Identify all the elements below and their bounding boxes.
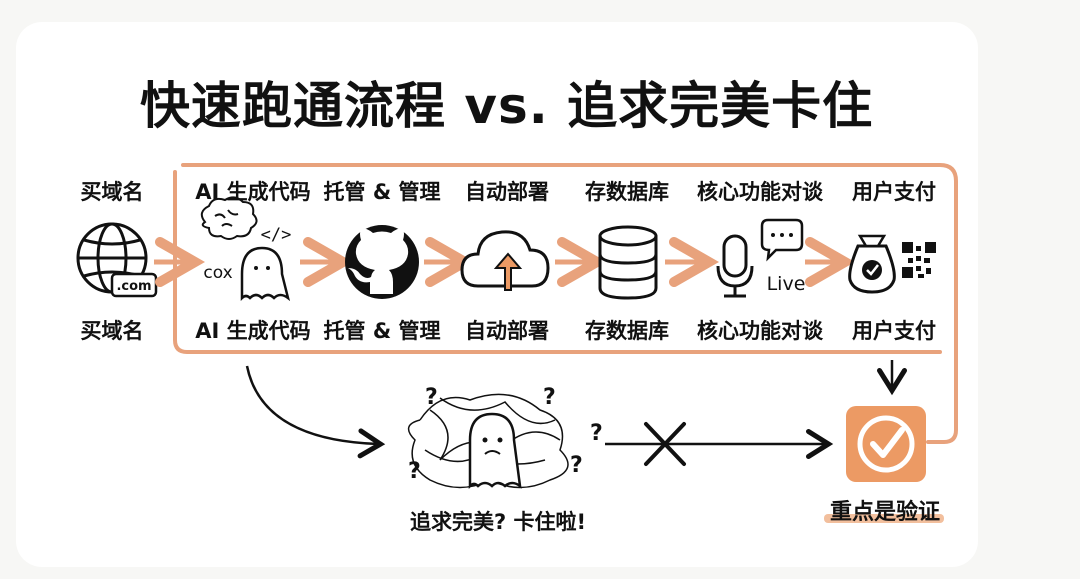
code-tag-icon: </>: [261, 225, 292, 245]
qr-code-icon: [902, 242, 936, 278]
svg-text:?: ?: [570, 453, 583, 478]
money-bag-icon: [848, 234, 896, 294]
cloud-upload-icon: [460, 230, 550, 291]
database-icon: [598, 225, 658, 300]
curve-arrow-to-stuck: [245, 365, 386, 459]
stuck-caption: 追求完美? 卡住啦!: [410, 510, 587, 534]
microphone-icon: [716, 234, 754, 298]
live-text: Live: [767, 273, 806, 295]
domain-badge-text: .com: [116, 279, 151, 294]
diagram-title: 快速跑通流程 vs. 追求完美卡住: [140, 77, 874, 135]
verify-check-icon: [846, 406, 926, 482]
step-label-bottom-payment: 用户支付: [852, 319, 936, 343]
github-icon: [345, 225, 419, 299]
ai-side-text: cox: [203, 263, 232, 283]
question-marks-icon: ?? ???: [408, 385, 603, 484]
cross-icon: [644, 422, 686, 466]
step-label-bottom-ai: AI 生成代码: [195, 319, 311, 343]
ghost-icon: [240, 246, 291, 302]
brain-icon: [200, 196, 258, 240]
step-label-top-database: 存数据库: [585, 180, 669, 204]
step-label-top-core: 核心功能对谈: [697, 180, 823, 204]
chat-bubble-icon: [760, 218, 804, 262]
flow-boundary-bottom: [173, 170, 942, 354]
flow-boundary-line: [181, 163, 958, 444]
step-label-bottom-deploy: 自动部署: [465, 319, 549, 343]
step-label-bottom-domain: 买域名: [80, 319, 144, 343]
verify-highlight: [824, 514, 944, 523]
verify-caption: 重点是验证: [830, 500, 941, 525]
svg-text:?: ?: [408, 459, 421, 484]
step-label-bottom-database: 存数据库: [585, 319, 669, 343]
stuck-ghost-icon: [468, 412, 522, 490]
step-label-top-domain: 买域名: [80, 180, 144, 204]
step-label-top-payment: 用户支付: [852, 180, 936, 204]
step-label-top-deploy: 自动部署: [465, 180, 549, 204]
step-label-top-hosting: 托管 & 管理: [323, 180, 441, 204]
svg-text:?: ?: [590, 421, 603, 446]
step-label-bottom-core: 核心功能对谈: [697, 319, 823, 343]
svg-text:?: ?: [543, 385, 556, 410]
svg-text:?: ?: [425, 385, 438, 410]
step-label-bottom-hosting: 托管 & 管理: [323, 319, 441, 343]
